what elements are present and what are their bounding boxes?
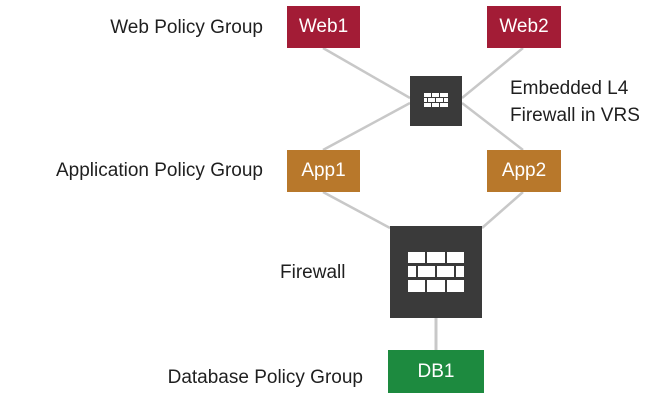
web2-node[interactable]: Web2 (487, 6, 561, 48)
brick-wall-icon (424, 93, 448, 107)
web1-node[interactable]: Web1 (287, 6, 360, 48)
connector-embedded-firewall-app1 (322, 101, 411, 152)
embedded-firewall-box[interactable] (410, 76, 462, 126)
database-policy-group-label: Database Policy Group (167, 367, 363, 388)
embedded-firewall-label-line2: Firewall in VRS (510, 105, 640, 126)
brick-wall-icon (408, 252, 464, 292)
connector-web1-embedded-firewall (322, 46, 411, 100)
application-policy-group-label: Application Policy Group (56, 160, 263, 181)
app2-node[interactable]: App2 (487, 150, 561, 192)
app1-node[interactable]: App1 (287, 150, 360, 192)
connector-embedded-firewall-app2 (461, 102, 524, 151)
connector-app2-firewall (481, 191, 524, 229)
db1-node[interactable]: DB1 (388, 350, 484, 393)
firewall-box[interactable] (390, 226, 482, 318)
embedded-firewall-label-line1: Embedded L4 (510, 78, 629, 99)
connector-app1-firewall (322, 190, 391, 230)
connector-web2-embedded-firewall (461, 47, 524, 99)
firewall-label: Firewall (280, 262, 346, 283)
web-policy-group-label: Web Policy Group (110, 17, 263, 38)
